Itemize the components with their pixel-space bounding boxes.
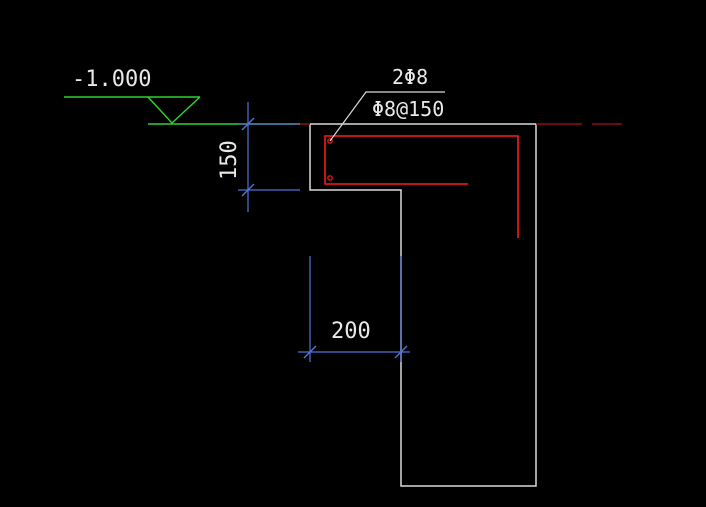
leader-line (329, 91, 445, 142)
elevation-triangle-icon (147, 96, 201, 125)
dimension-depth-label: 150 (217, 140, 242, 180)
longitudinal-bars-label: 2Φ8 (392, 65, 428, 89)
stirrup-bar (324, 135, 519, 238)
stirrups-label: Φ8@150 (372, 97, 444, 121)
rebar-group (324, 135, 519, 238)
rebar-leader: 2Φ8 Φ8@150 (329, 65, 445, 142)
dimension-width: 200 (298, 256, 410, 362)
elevation-label: -1.000 (72, 67, 151, 92)
dimension-width-label: 200 (331, 319, 371, 344)
longitudinal-bar-bottom (327, 175, 333, 181)
grade-marker: -1.000 (64, 67, 300, 125)
longitudinal-bar-top (327, 138, 333, 144)
concrete-section-outline (309, 123, 537, 487)
dimension-depth: 150 (217, 102, 300, 212)
